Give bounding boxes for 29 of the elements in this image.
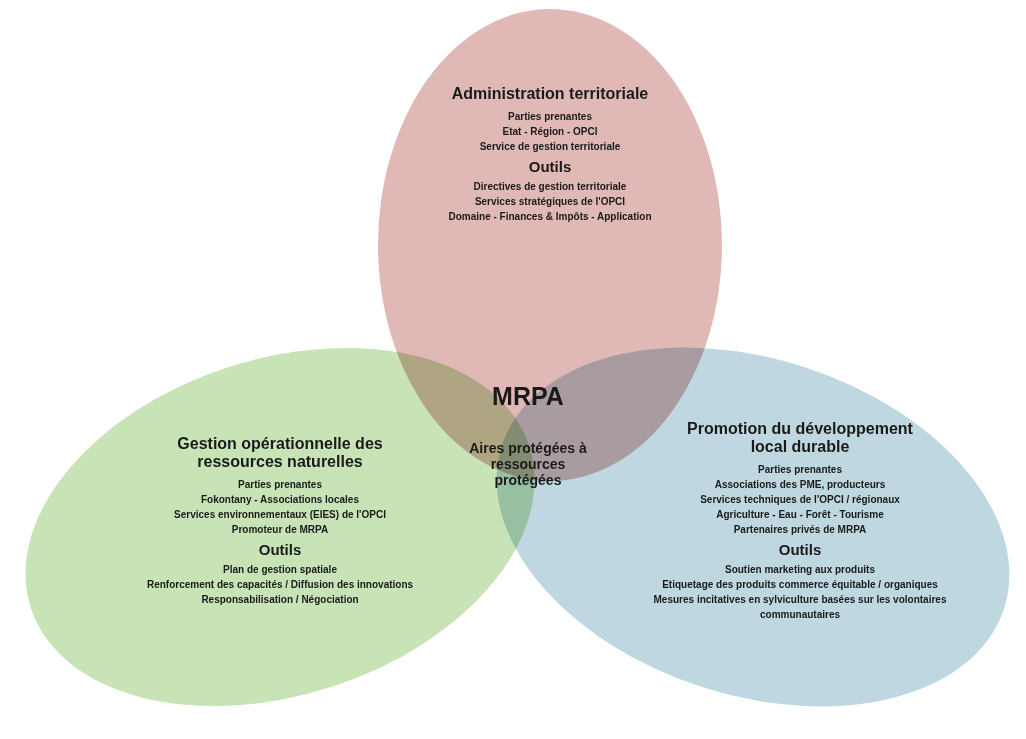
list-item: Service de gestion territoriale xyxy=(479,140,621,154)
subheading: Parties prenantes xyxy=(508,110,592,124)
list-item: Directives de gestion territoriale xyxy=(473,180,627,194)
list-item: Agriculture - Eau - Forêt - Tourisme xyxy=(716,508,884,522)
center-text: Aires protégées à ressources protégées xyxy=(468,440,588,488)
section-heading: Outils xyxy=(528,158,572,175)
list-item: Partenaires privés de MRPA xyxy=(733,523,867,537)
list-item: Promoteur de MRPA xyxy=(231,523,329,537)
list-item: Etat - Région - OPCI xyxy=(502,125,598,139)
list-item: Fokontany - Associations locales xyxy=(201,493,359,507)
center-title: MRPA xyxy=(491,382,565,411)
subheading: Parties prenantes xyxy=(238,478,322,492)
list-item: Soutien marketing aux produits xyxy=(725,563,875,577)
list-item: Services techniques de l'OPCI / régionaux xyxy=(700,493,900,507)
list-item: Domaine - Finances & Impôts - Application xyxy=(448,210,652,224)
list-item: Services stratégiques de l'OPCI xyxy=(474,195,626,209)
section-heading: Outils xyxy=(778,541,822,558)
list-item: Services environnementaux (EIES) de l'OPCI xyxy=(174,508,386,522)
list-item: Plan de gestion spatiale xyxy=(223,563,337,577)
circle-heading: Administration territoriale xyxy=(451,85,649,103)
list-item: Mesures incitatives en sylviculture basées sur les volontaires communautaires xyxy=(652,593,948,622)
list-item: Etiquetage des produits commerce équitable / organiques xyxy=(662,578,938,592)
list-item: Renforcement des capacités / Diffusion des innovations xyxy=(146,578,414,592)
section-heading: Outils xyxy=(258,541,302,558)
subheading: Parties prenantes xyxy=(758,463,842,477)
circle-heading: Gestion opérationnelle des ressources naturelles xyxy=(176,435,384,471)
list-item: Associations des PME, producteurs xyxy=(714,478,886,492)
circle-heading: Promotion du développement local durable xyxy=(686,420,914,456)
list-item: Responsabilisation / Négociation xyxy=(201,593,359,607)
